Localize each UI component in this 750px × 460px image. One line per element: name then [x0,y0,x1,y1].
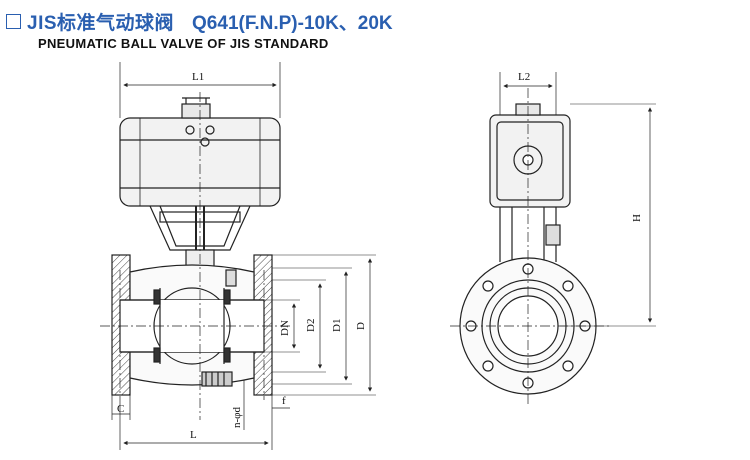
actuator-side [489,103,571,208]
checkbox-icon [6,14,21,29]
side-view [450,72,656,405]
valve-body [111,254,273,396]
dim-label-f: f [282,395,286,407]
header: JIS标准气动球阀 Q641(F.N.P)-10K、20K PNEUMATIC … [0,0,750,60]
dim-label-D: D [355,322,367,330]
subtitle: PNEUMATIC BALL VALVE OF JIS STANDARD [38,36,329,51]
actuator [119,97,281,207]
dim-label-DN: DN [279,320,291,336]
dim-label-n-phi-d: n-φd [231,406,243,428]
title-chinese: JIS标准气动球阀 [27,13,175,34]
dim-label-D1: D1 [331,319,343,332]
title-row: JIS标准气动球阀 Q641(F.N.P)-10K、20K [6,8,393,35]
dim-label-C: C [117,403,124,415]
bracket-side [499,207,561,262]
dim-label-L: L [190,429,197,441]
dim-label-H: H [631,214,643,222]
dim-label-L2: L2 [518,71,530,83]
dim-label-L1: L1 [192,71,204,83]
dim-label-D2: D2 [305,319,317,332]
front-view [100,62,376,450]
title-model: Q641(F.N.P)-10K、20K [192,13,393,34]
